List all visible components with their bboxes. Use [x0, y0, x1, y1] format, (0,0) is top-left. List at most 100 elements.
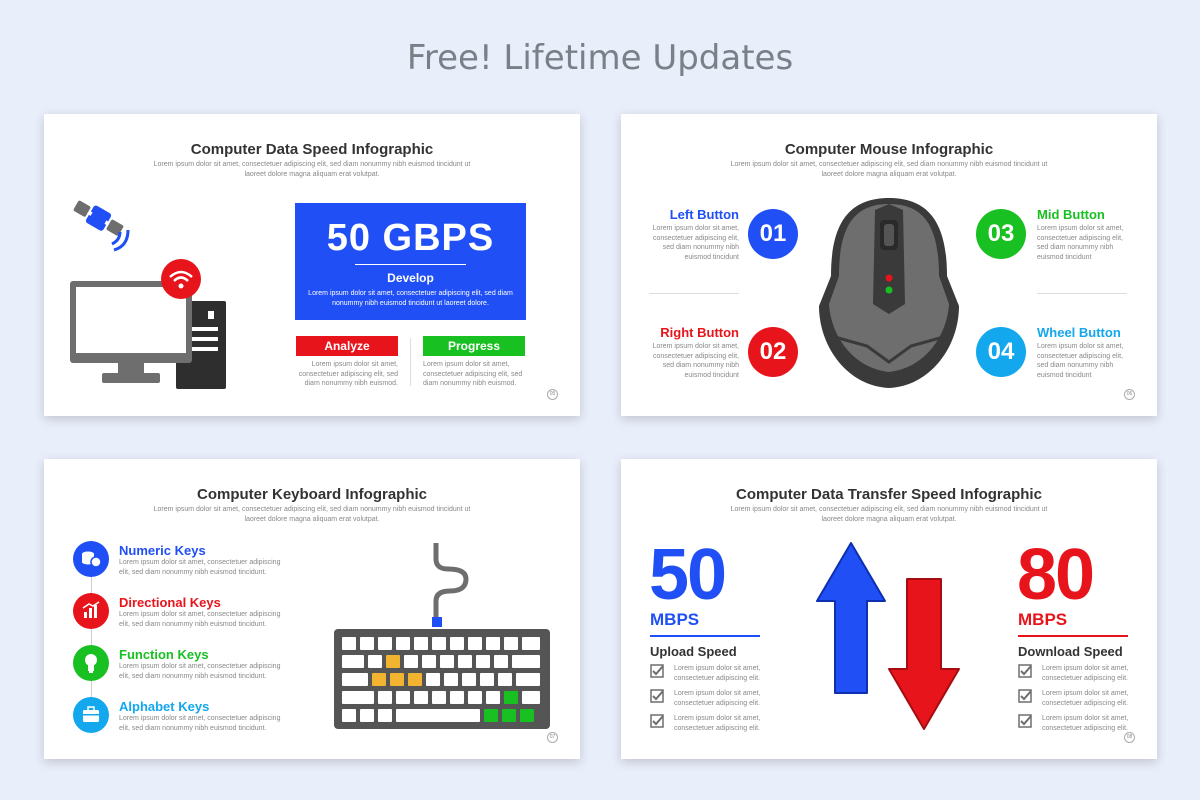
slide-subtitle: Lorem ipsum dolor sit amet, consectetuer… — [153, 506, 471, 523]
develop-text: Lorem ipsum dolor sit amet, consectetuer… — [308, 290, 513, 307]
keyboard-key — [498, 673, 512, 686]
keyboard-key — [342, 691, 374, 704]
keyboard-key — [516, 673, 540, 686]
check-text: Lorem ipsum dolor sit amet, consectetuer… — [1042, 690, 1129, 707]
keyboard-key — [494, 655, 508, 668]
keyboard-key — [486, 691, 500, 704]
keyboard-key — [426, 673, 440, 686]
numeric-keys-label: Numeric Keys — [119, 543, 206, 558]
check-text: Lorem ipsum dolor sit amet, consectetuer… — [674, 715, 761, 732]
upload-value: 50 — [649, 535, 727, 615]
page-number: 08 — [1124, 732, 1135, 743]
left-button-text: Lorem ipsum dolor sit amet, consectetuer… — [652, 225, 739, 261]
develop-label: Develop — [387, 271, 434, 285]
keyboard-key — [342, 709, 356, 722]
upload-arrow-icon — [816, 542, 886, 694]
slide-transfer-speed[interactable]: Computer Data Transfer Speed Infographic… — [621, 459, 1157, 759]
connector-line — [91, 559, 92, 719]
upload-check-1: Lorem ipsum dolor sit amet, consectetuer… — [650, 664, 769, 683]
keyboard-key — [372, 673, 386, 686]
keyboard-key — [468, 637, 482, 650]
upload-check-3: Lorem ipsum dolor sit amet, consectetuer… — [650, 714, 769, 733]
lightbulb-icon — [73, 645, 109, 681]
function-keys-label: Function Keys — [119, 647, 209, 662]
keyboard-key — [480, 673, 494, 686]
keyboard-key — [444, 673, 458, 686]
keyboard-key — [458, 655, 472, 668]
keyboard-key — [360, 709, 374, 722]
keyboard-key — [408, 673, 422, 686]
keyboard-key — [462, 673, 476, 686]
keyboard-key — [450, 637, 464, 650]
download-check-2: Lorem ipsum dolor sit amet, consectetuer… — [1018, 689, 1137, 708]
upload-check-2: Lorem ipsum dolor sit amet, consectetuer… — [650, 689, 769, 708]
wheel-button-label: Wheel Button — [1037, 325, 1121, 340]
coins-icon — [73, 541, 109, 577]
page-number: 06 — [1124, 389, 1135, 400]
slide-title: Computer Data Speed Infographic — [190, 141, 434, 158]
desktop-computer-icon — [70, 259, 226, 389]
keyboard-key — [414, 691, 428, 704]
checkbox-icon — [1018, 714, 1032, 728]
check-text: Lorem ipsum dolor sit amet, consectetuer… — [674, 665, 761, 682]
keyboard-key — [396, 709, 480, 722]
keyboard-icon — [334, 543, 550, 729]
download-check-3: Lorem ipsum dolor sit amet, consectetuer… — [1018, 714, 1137, 733]
slide-subtitle: Lorem ipsum dolor sit amet, consectetuer… — [730, 506, 1048, 523]
progress-text: Lorem ipsum dolor sit amet, consectetuer… — [423, 361, 523, 387]
slide-subtitle: Lorem ipsum dolor sit amet, consectetuer… — [730, 161, 1048, 178]
upload-unit: MBPS — [650, 610, 700, 629]
download-arrow-icon — [888, 578, 960, 730]
slide-data-speed[interactable]: Computer Data Speed Infographic Lorem ip… — [44, 114, 580, 416]
keyboard-key — [342, 637, 356, 650]
keyboard-key — [468, 691, 482, 704]
analyze-tag: Analyze — [296, 336, 398, 356]
page-title: Free! Lifetime Updates — [406, 38, 794, 78]
wheel-button-number: 04 — [976, 327, 1026, 377]
download-label: Download Speed — [1018, 644, 1123, 659]
check-text: Lorem ipsum dolor sit amet, consectetuer… — [1042, 665, 1129, 682]
keyboard-key — [476, 655, 490, 668]
right-button-number: 02 — [748, 327, 798, 377]
keyboard-key — [504, 691, 518, 704]
keyboard-key — [450, 691, 464, 704]
download-unit: MBPS — [1018, 610, 1068, 629]
slide-keyboard[interactable]: Computer Keyboard Infographic Lorem ipsu… — [44, 459, 580, 759]
keyboard-key — [342, 673, 368, 686]
keyboard-key — [342, 655, 364, 668]
wheel-button-text: Lorem ipsum dolor sit amet, consectetuer… — [1037, 343, 1124, 379]
right-button-text: Lorem ipsum dolor sit amet, consectetuer… — [652, 343, 739, 379]
download-check-1: Lorem ipsum dolor sit amet, consectetuer… — [1018, 664, 1137, 683]
checkbox-icon — [650, 714, 664, 728]
computer-mouse-icon — [819, 198, 959, 388]
mid-button-number: 03 — [976, 209, 1026, 259]
slide-title: Computer Data Transfer Speed Infographic — [736, 486, 1042, 503]
page-number: 05 — [547, 389, 558, 400]
slide-mouse[interactable]: Computer Mouse Infographic Lorem ipsum d… — [621, 114, 1157, 416]
keyboard-key — [378, 691, 392, 704]
mid-button-text: Lorem ipsum dolor sit amet, consectetuer… — [1037, 225, 1124, 261]
keyboard-key — [422, 655, 436, 668]
keyboard-key — [360, 637, 374, 650]
checkbox-icon — [650, 689, 664, 703]
slide-title: Computer Mouse Infographic — [784, 141, 994, 158]
left-button-number: 01 — [748, 209, 798, 259]
keyboard-key — [502, 709, 516, 722]
checkbox-icon — [1018, 689, 1032, 703]
divider — [649, 293, 739, 294]
left-button-label: Left Button — [669, 207, 739, 222]
directional-keys-label: Directional Keys — [119, 595, 221, 610]
keyboard-key — [522, 691, 540, 704]
keyboard-key — [404, 655, 418, 668]
check-text: Lorem ipsum dolor sit amet, consectetuer… — [674, 690, 761, 707]
check-text: Lorem ipsum dolor sit amet, consectetuer… — [1042, 715, 1129, 732]
upload-label: Upload Speed — [650, 644, 737, 659]
keyboard-key — [396, 691, 410, 704]
keyboard-key — [522, 637, 540, 650]
keyboard-key — [368, 655, 382, 668]
keyboard-key — [378, 709, 392, 722]
analyze-text: Lorem ipsum dolor sit amet, consectetuer… — [298, 361, 398, 387]
mid-button-label: Mid Button — [1037, 207, 1105, 222]
divider — [410, 338, 411, 386]
alphabet-keys-text: Lorem ipsum dolor sit amet, consectetuer… — [119, 715, 281, 732]
